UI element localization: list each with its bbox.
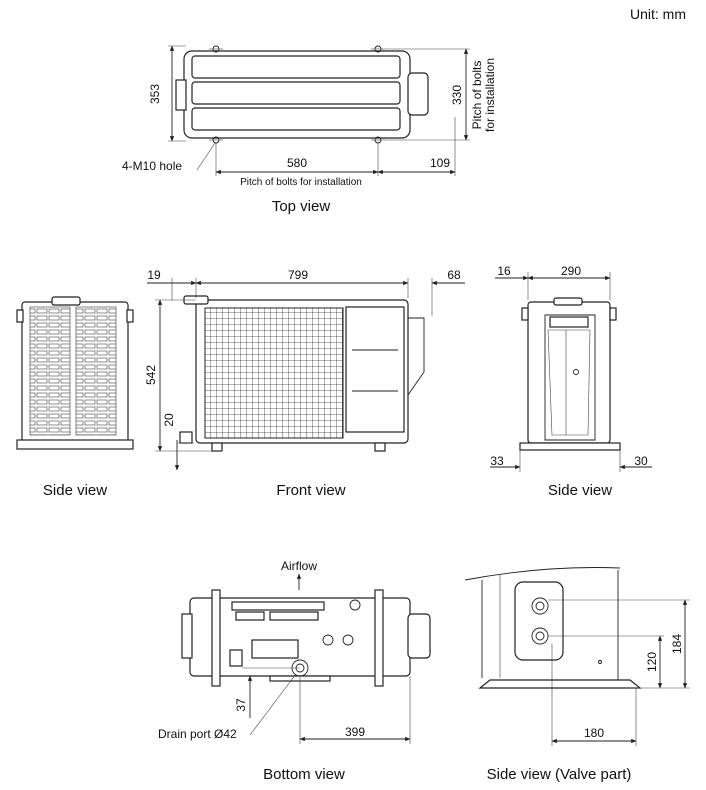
valve-lower-dim: 120 [645, 652, 659, 672]
unit-label: Unit: mm [630, 6, 686, 22]
airflow-label: Airflow [281, 559, 317, 573]
front-height-dim: 542 [144, 365, 158, 385]
front-base-dim: 20 [162, 413, 176, 427]
top-bolt-pitch-caption: Pitch of bolts for installation [240, 177, 362, 188]
front-view: 19 799 68 542 20 Front view [144, 268, 465, 499]
valve-view-caption: Side view (Valve part) [487, 766, 632, 783]
front-left-dim: 19 [147, 268, 161, 282]
right-side-view: 16 290 33 30 Side view [490, 264, 652, 499]
front-view-caption: Front view [276, 482, 345, 499]
drain-to-edge-dim: 399 [345, 725, 365, 739]
left-side-view: Side view [16, 296, 134, 499]
right-side-view-caption: Side view [548, 482, 612, 499]
top-view-rib-1 [191, 55, 401, 79]
top-view-valve-cover [407, 72, 429, 116]
top-offset-right-dim: 109 [430, 156, 450, 170]
top-bolt-pitch-label-1: Pitch of bolts [470, 61, 484, 130]
bolt-holes [209, 45, 385, 144]
front-width-dim: 799 [288, 268, 308, 282]
top-depth-dim: 353 [148, 84, 162, 104]
front-right-dim: 68 [447, 268, 461, 282]
top-view: 353 330 Pitch of bolts for installation … [122, 45, 497, 215]
valve-side-view: 120 184 180 Side view (Valve part) [464, 567, 690, 783]
right-bottom-right-dim: 30 [634, 454, 648, 468]
bottom-view: Airflow 37 399 Drain port Ø42 Bottom vie… [158, 559, 431, 783]
top-view-left-tab [175, 79, 187, 111]
valve-upper [531, 597, 549, 615]
left-side-view-caption: Side view [43, 482, 107, 499]
top-view-rib-3 [191, 107, 401, 131]
valve-horizontal-dim: 180 [584, 726, 604, 740]
valve-upper-dim: 184 [670, 634, 684, 654]
top-bolt-pitch-label-2: for installation [483, 58, 497, 132]
drain-offset-dim: 37 [234, 698, 248, 712]
hole-label: 4-M10 hole [122, 159, 182, 173]
right-top-width-dim: 290 [561, 264, 581, 278]
top-bolt-pitch-width-dim: 580 [287, 156, 307, 170]
bottom-view-caption: Bottom view [263, 766, 345, 783]
top-bolt-pitch-depth-dim: 330 [450, 85, 464, 105]
drain-label: Drain port Ø42 [158, 727, 237, 741]
right-top-left-dim: 16 [497, 264, 511, 278]
top-view-caption: Top view [272, 198, 331, 215]
right-bottom-left-dim: 33 [490, 454, 504, 468]
top-view-rib-2 [191, 81, 401, 105]
